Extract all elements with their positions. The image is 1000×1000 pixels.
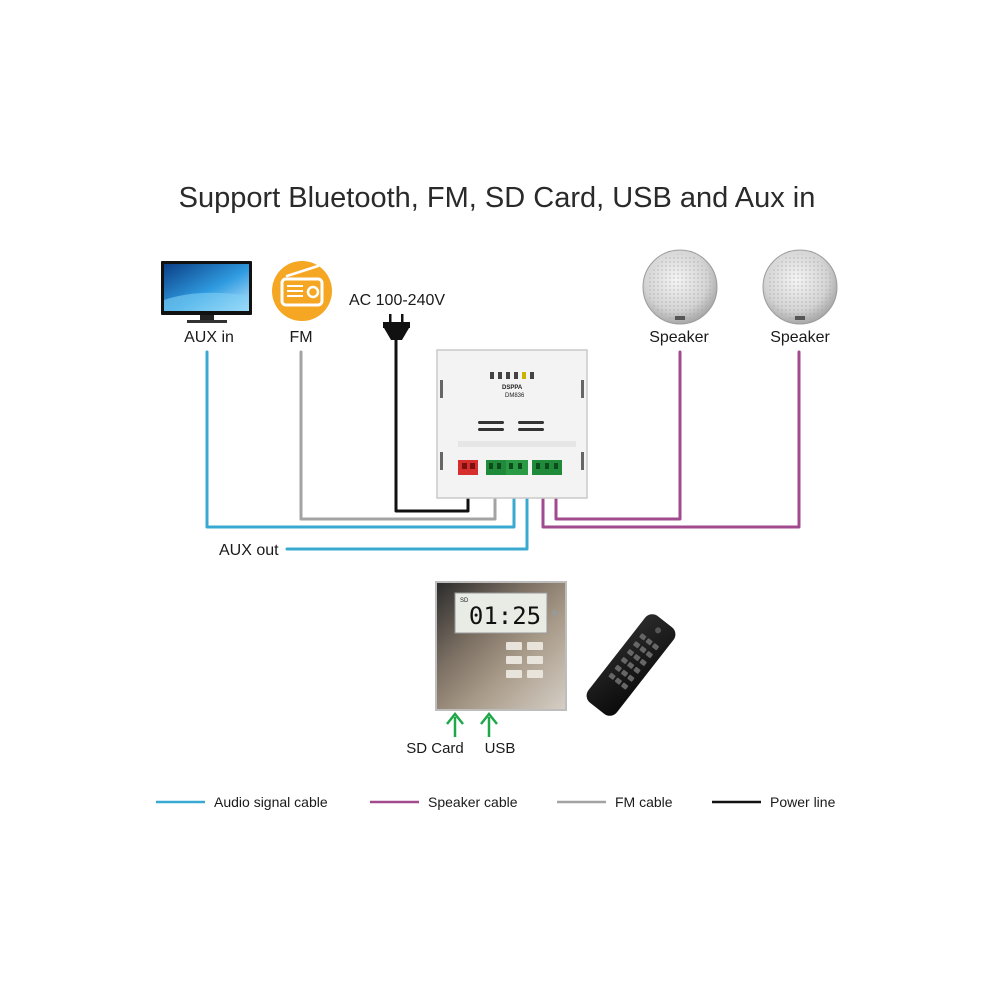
amplifier-brand: DSPPA — [502, 385, 523, 391]
legend-label-fm: FM cable — [615, 794, 673, 810]
power-plug-icon — [383, 314, 410, 340]
lcd-sd-indicator: SD — [460, 598, 469, 604]
legend-label-power: Power line — [770, 794, 836, 810]
aux-out-label: AUX out — [219, 542, 279, 559]
fm-label: FM — [289, 329, 312, 346]
speaker-right-label: Speaker — [770, 329, 830, 346]
remote-control-icon — [586, 614, 676, 716]
speaker-cable-right — [541, 350, 801, 529]
usb-arrow-icon — [480, 711, 498, 737]
sd-card-arrow-icon — [446, 711, 464, 737]
lcd-display-time: 01:25 — [469, 602, 541, 630]
power-label: AC 100-240V — [349, 292, 445, 309]
aux-in-cable — [205, 350, 516, 529]
amplifier-back-panel-icon: DSPPA DM836 — [436, 349, 588, 499]
speaker-left-label: Speaker — [649, 329, 709, 346]
tv-icon — [161, 261, 252, 323]
speaker-left-icon — [642, 249, 718, 325]
aux-in-label: AUX in — [184, 329, 234, 346]
legend-label-speaker: Speaker cable — [428, 794, 518, 810]
legend: Audio signal cable Speaker cable FM cabl… — [156, 794, 836, 810]
wall-panel-icon: SD 01:25 — [435, 581, 567, 711]
radio-icon — [272, 261, 332, 321]
usb-label: USB — [485, 740, 516, 757]
amplifier-model: DM836 — [505, 393, 525, 399]
speaker-right-icon — [762, 249, 838, 325]
diagram-title: Support Bluetooth, FM, SD Card, USB and … — [179, 182, 816, 214]
legend-label-audio: Audio signal cable — [214, 794, 328, 810]
sd-card-label: SD Card — [406, 740, 464, 757]
